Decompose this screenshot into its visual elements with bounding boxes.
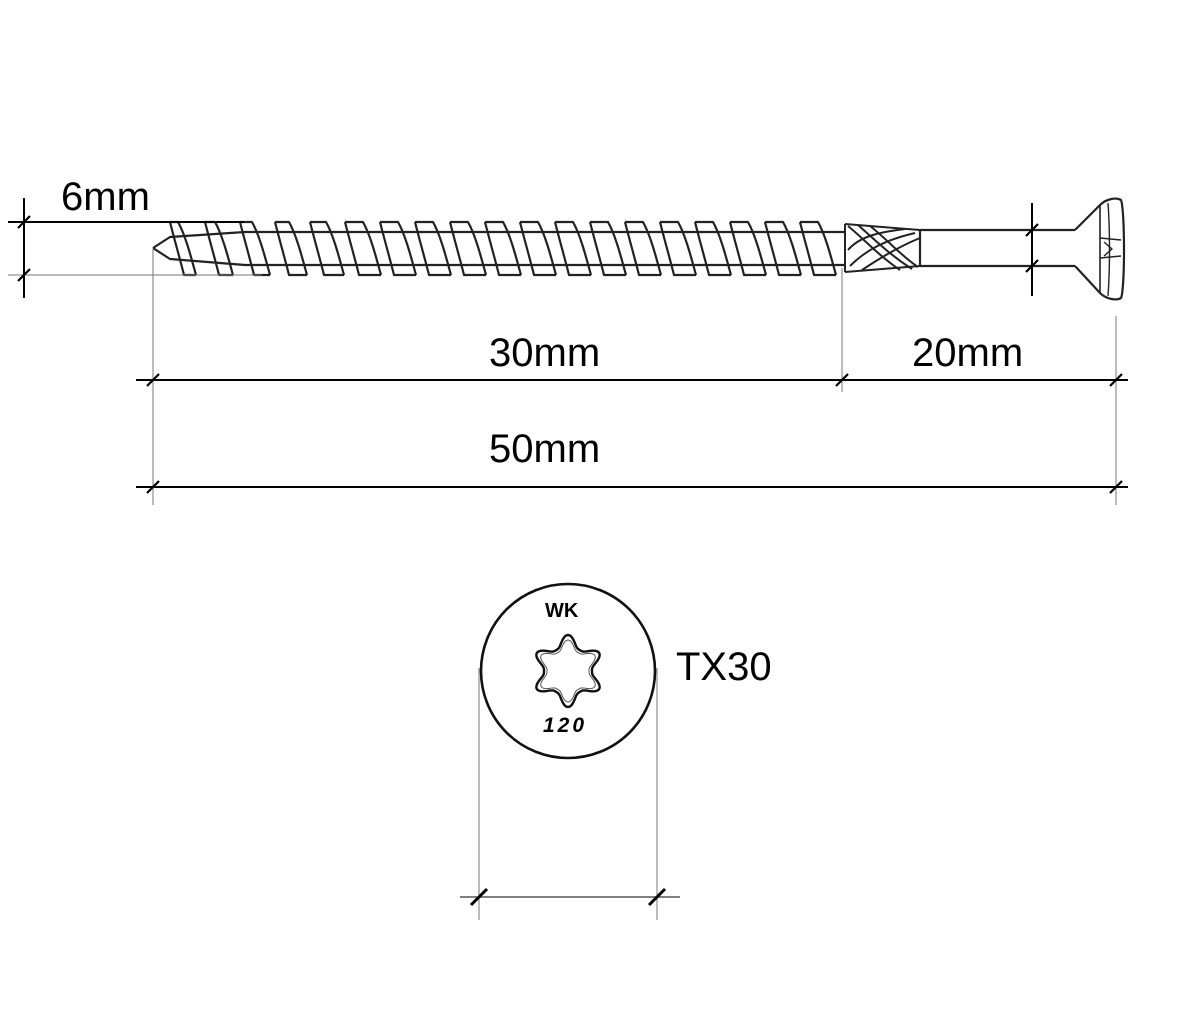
thread-turn: [273, 220, 309, 277]
shank-length-label: 20mm: [912, 331, 1024, 375]
thread-turn: [518, 220, 558, 277]
thread-turn: [553, 220, 593, 277]
thread-turn: [413, 220, 453, 277]
head-marking-top: WK: [545, 600, 579, 622]
thread-turn: [763, 220, 803, 277]
thread-turn: [343, 220, 383, 277]
milling-section: [844, 223, 921, 273]
torx-recess-icon: [535, 633, 601, 709]
thread-turn: [693, 220, 733, 277]
thread-turn: [168, 220, 198, 277]
thread-length-label: 30mm: [489, 331, 601, 375]
thread-turn: [623, 220, 663, 277]
shank: [918, 228, 1075, 268]
thread-turn: [448, 220, 488, 277]
head-marking-bottom: 120: [543, 714, 588, 737]
total-length-label: 50mm: [489, 427, 601, 471]
thread-turn: [588, 220, 628, 277]
countersunk-head: [1074, 197, 1126, 301]
thread-turn: [658, 220, 698, 277]
thread-turn: [483, 220, 523, 277]
thread-turn: [308, 220, 346, 277]
head-top-view: [479, 582, 657, 760]
thread-turn: [728, 220, 768, 277]
thread-turn: [798, 220, 838, 277]
diameter-label: 6mm: [61, 175, 150, 219]
thread-turn: [378, 220, 418, 277]
screw-side-view: [152, 197, 1126, 301]
thread-turn: [238, 220, 272, 277]
thread-turn: [203, 220, 235, 277]
drive-type-label: TX30: [676, 645, 772, 689]
thread-turns: [168, 220, 838, 277]
dimension-lines: [8, 198, 1128, 920]
